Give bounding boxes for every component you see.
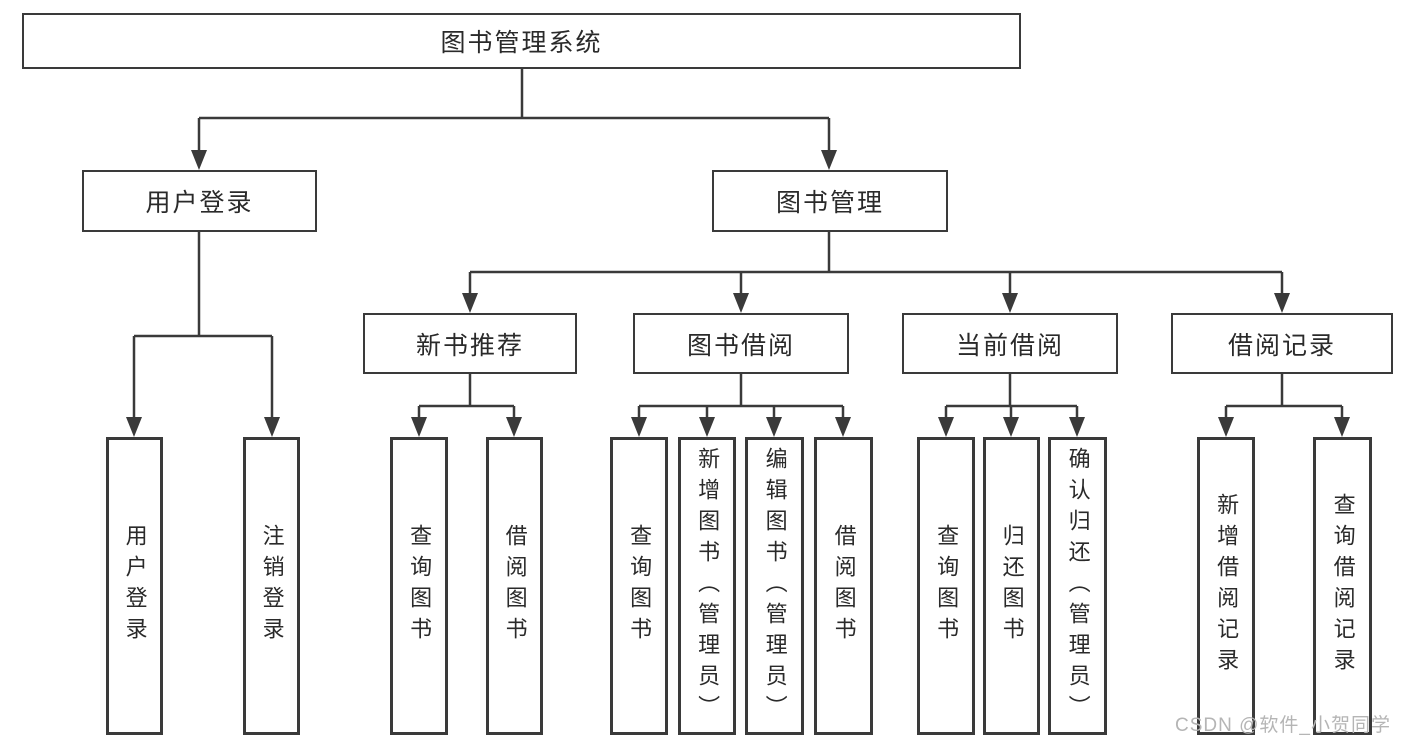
- leaf-query-books-current: 查询图书: [917, 437, 975, 735]
- wire-records-to-leaves: [1224, 374, 1344, 419]
- leaf-confirm-return-admin: 确认归还（管理员）: [1048, 437, 1107, 735]
- leaf-add-borrow-record: 新增借阅记录: [1197, 437, 1255, 735]
- arrowheads: [126, 150, 1350, 437]
- node-label: 查询图书: [627, 524, 653, 648]
- node-current-borrow: 当前借阅: [902, 313, 1118, 374]
- arrow-icon: [821, 150, 837, 170]
- leaf-query-books-borrow: 查询图书: [610, 437, 668, 735]
- node-library-system: 图书管理系统: [22, 13, 1021, 69]
- arrow-icon: [835, 417, 851, 437]
- arrow-icon: [1274, 293, 1290, 313]
- node-book-management: 图书管理: [712, 170, 948, 232]
- leaf-query-books-newbook: 查询图书: [390, 437, 448, 735]
- arrow-icon: [733, 293, 749, 313]
- arrow-icon: [1003, 417, 1019, 437]
- node-label: 查询借阅记录: [1330, 493, 1356, 679]
- arrow-icon: [631, 417, 647, 437]
- wire-newbook-to-leaves: [417, 374, 516, 419]
- leaf-return-book: 归还图书: [983, 437, 1040, 735]
- arrow-icon: [1002, 293, 1018, 313]
- arrow-icon: [462, 293, 478, 313]
- leaf-add-book-admin: 新增图书（管理员）: [678, 437, 736, 735]
- leaf-logout: 注销登录: [243, 437, 300, 735]
- watermark: CSDN @软件_小贺同学: [1175, 715, 1391, 736]
- arrow-icon: [1334, 417, 1350, 437]
- node-label: 归还图书: [999, 524, 1025, 648]
- arrow-icon: [264, 417, 280, 437]
- node-label: 查询图书: [407, 524, 433, 648]
- node-label: 新增图书（管理员）: [695, 446, 721, 726]
- node-label: 新书推荐: [415, 331, 524, 360]
- wire-mgmt-to-level3: [468, 232, 1284, 295]
- arrow-icon: [1069, 417, 1085, 437]
- node-user-login: 用户登录: [82, 170, 317, 232]
- node-book-borrow: 图书借阅: [633, 313, 849, 374]
- node-borrow-records: 借阅记录: [1171, 313, 1393, 374]
- node-label: 用户登录: [145, 189, 254, 217]
- node-label: 图书管理系统: [440, 29, 603, 57]
- arrow-icon: [1218, 417, 1234, 437]
- arrow-icon: [766, 417, 782, 437]
- arrow-icon: [126, 417, 142, 437]
- arrow-icon: [938, 417, 954, 437]
- node-new-book-recommend: 新书推荐: [363, 313, 577, 374]
- node-label: 用户登录: [122, 524, 148, 648]
- leaf-borrow-books-borrow: 借阅图书: [814, 437, 873, 735]
- wire-login-to-leaves: [132, 232, 274, 419]
- wire-current-to-leaves: [944, 374, 1079, 419]
- node-label: 注销登录: [259, 524, 285, 648]
- leaf-query-borrow-record: 查询借阅记录: [1313, 437, 1372, 735]
- arrow-icon: [191, 150, 207, 170]
- leaf-borrow-books-newbook: 借阅图书: [486, 437, 543, 735]
- node-label: 当前借阅: [955, 331, 1064, 360]
- arrow-icon: [411, 417, 427, 437]
- arrow-icon: [506, 417, 522, 437]
- node-label: 借阅记录: [1227, 331, 1336, 360]
- leaf-edit-book-admin: 编辑图书（管理员）: [745, 437, 804, 735]
- node-label: 编辑图书（管理员）: [762, 446, 788, 726]
- wire-borrow-to-leaves: [637, 374, 845, 419]
- node-label: 图书管理: [775, 189, 884, 217]
- arrow-icon: [699, 417, 715, 437]
- node-label: 借阅图书: [502, 524, 528, 648]
- wire-root-to-level2: [197, 69, 831, 151]
- leaf-user-login: 用户登录: [106, 437, 163, 735]
- node-label: 确认归还（管理员）: [1065, 446, 1091, 726]
- node-label: 查询图书: [934, 524, 960, 648]
- node-label: 新增借阅记录: [1214, 493, 1240, 679]
- node-label: 图书借阅: [686, 331, 795, 360]
- node-label: 借阅图书: [831, 524, 857, 648]
